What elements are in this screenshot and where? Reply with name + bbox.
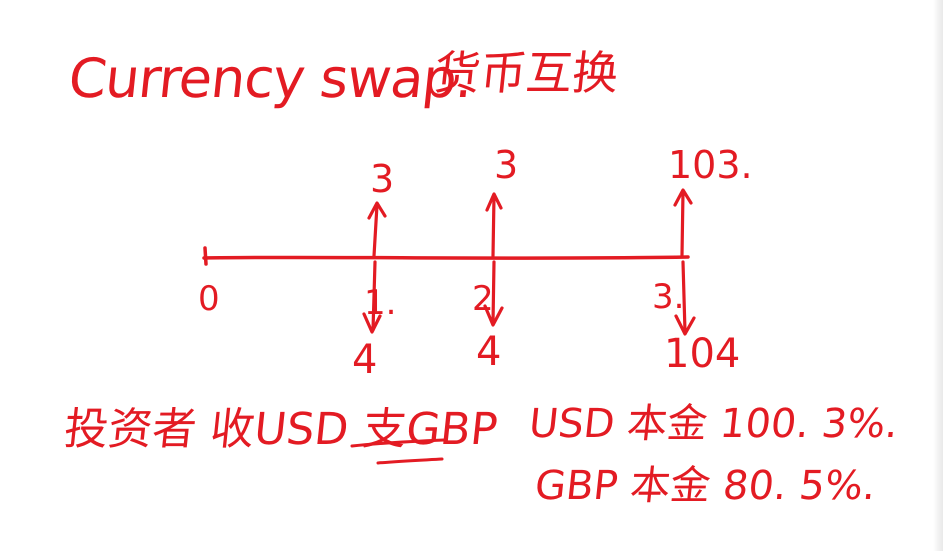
period-label-1: 1.: [364, 283, 397, 323]
investor-note: 投资者 收USD 支GBP: [61, 404, 500, 455]
inflow-value-period-3: 103.: [668, 143, 753, 187]
outflow-value-period-2: 4: [476, 329, 502, 375]
period-label-2: 2: [472, 279, 494, 319]
inflow-value-period-2: 3: [494, 143, 519, 187]
inflow-arrow-period-2: [485, 192, 503, 258]
heading-english: Currency swap.: [65, 47, 476, 110]
inflow-arrow-period-1: [367, 201, 387, 258]
outflow-value-period-1: 4: [352, 337, 378, 383]
timeline-start-tick: [203, 246, 208, 266]
gbp-principal-note: GBP 本金 80. 5%.: [532, 463, 879, 509]
inflow-arrow-period-3: [673, 188, 693, 257]
heading-chinese: 货币互换: [431, 46, 622, 100]
screen-edge: [933, 0, 943, 551]
outflow-arrow-period-2: [483, 260, 504, 327]
period-label-0: 0: [198, 279, 220, 319]
outflow-value-period-3: 104: [664, 331, 741, 377]
inflow-value-period-1: 3: [370, 157, 395, 201]
gbp-underline: [350, 438, 446, 465]
usd-principal-note: USD 本金 100. 3%.: [526, 401, 901, 447]
period-label-3: 3.: [652, 277, 685, 317]
outflow-arrow-period-1: [362, 260, 382, 334]
timeline-axis: [202, 255, 690, 260]
outflow-arrow-period-3: [674, 260, 696, 336]
